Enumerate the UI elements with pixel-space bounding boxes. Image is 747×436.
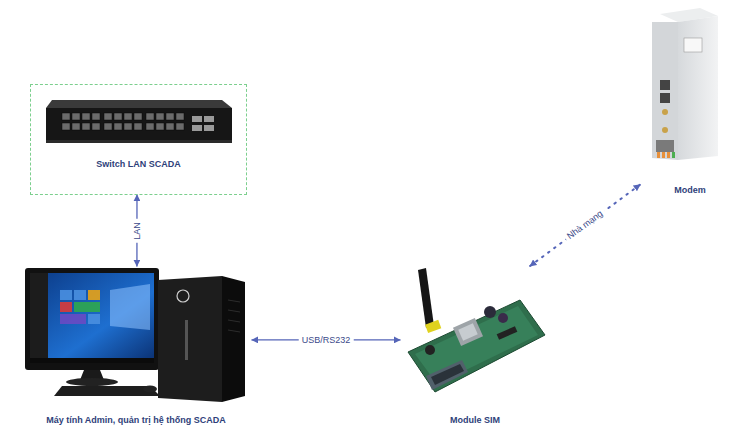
device-node: Modem [640,8,740,198]
device-node: Switch LAN SCADA [30,84,247,195]
edge-label: LAN [132,219,143,243]
node-label: Modem [674,185,706,196]
modem-picture [652,8,718,160]
node-label: Máy tính Admin, quản trị hệ thống SCADA [46,415,226,426]
computer-picture [25,268,245,402]
sim-module-picture [408,268,545,392]
connector-arrow [530,185,640,266]
node-label: Switch LAN SCADA [96,159,181,170]
device-node: Máy tính Admin, quản trị hệ thống SCADA [20,266,252,430]
edge-label: USB/RS232 [299,335,354,346]
device-node: Module SIM [400,266,550,430]
switch-picture [46,100,232,143]
edge-label: Nhà mạng [563,207,608,244]
node-label: Module SIM [450,415,500,426]
